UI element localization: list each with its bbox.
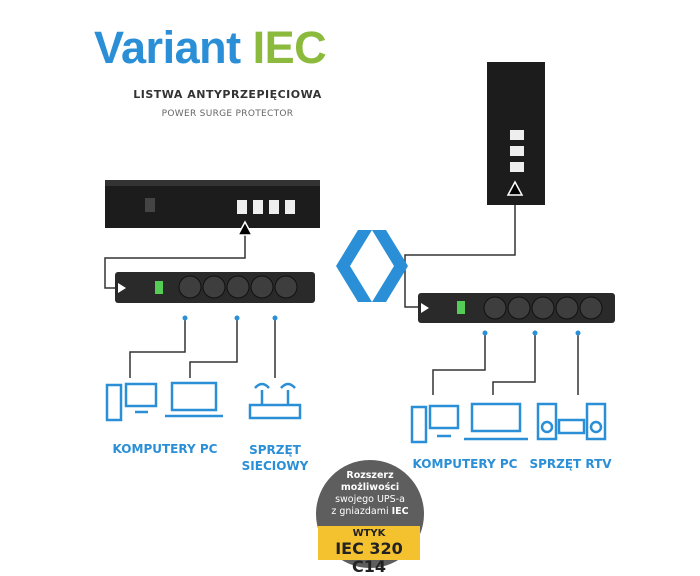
double-chevron-icon [336, 230, 408, 302]
badge-line-1: Rozszerz [346, 470, 394, 481]
subtitle-polish: LISTWA ANTYPRZEPIĘCIOWA [133, 88, 322, 101]
desktop-pc-icon [105, 382, 158, 422]
badge-line-4: z gniazdami IEC [316, 506, 424, 518]
tower-ups-image [487, 62, 545, 205]
diagram-graphics [104, 62, 615, 444]
desktop-pc-icon-right [410, 404, 460, 444]
plug-type-box: WTYK IEC 320 C14 [318, 526, 420, 576]
subtitle-english: POWER SURGE PROTECTOR [161, 109, 294, 119]
badge-line-4-bold: IEC [391, 506, 409, 517]
label-network-2: SIECIOWY [241, 459, 309, 473]
label-rtv: SPRZĘT RTV [529, 457, 612, 471]
left-power-strip-image [115, 272, 315, 303]
title-iec: IEC [252, 22, 327, 73]
rack-ups-image [105, 180, 320, 236]
badge-line-4-text: z gniazdami [331, 506, 392, 517]
laptop-icon [165, 381, 223, 418]
right-power-strip-image [418, 293, 615, 323]
audio-system-icon [536, 402, 607, 441]
connection-dots [182, 315, 581, 336]
label-left-pc: KOMPUTERY PC [112, 442, 218, 456]
label-network-1: SPRZĘT [249, 443, 301, 457]
label-right-pc: KOMPUTERY PC [412, 457, 518, 471]
title-variant: Variant [94, 22, 241, 73]
badge-line-2: możliwości [340, 482, 400, 493]
connection-lines [104, 195, 579, 395]
badge-line-3: swojego UPS-a [335, 494, 405, 505]
laptop-icon-right [464, 402, 528, 441]
plug-type: IEC 320 C14 [335, 539, 403, 576]
plug-label: WTYK [352, 528, 386, 539]
router-icon [248, 382, 302, 420]
brand-title: Variant IEC [94, 22, 327, 74]
